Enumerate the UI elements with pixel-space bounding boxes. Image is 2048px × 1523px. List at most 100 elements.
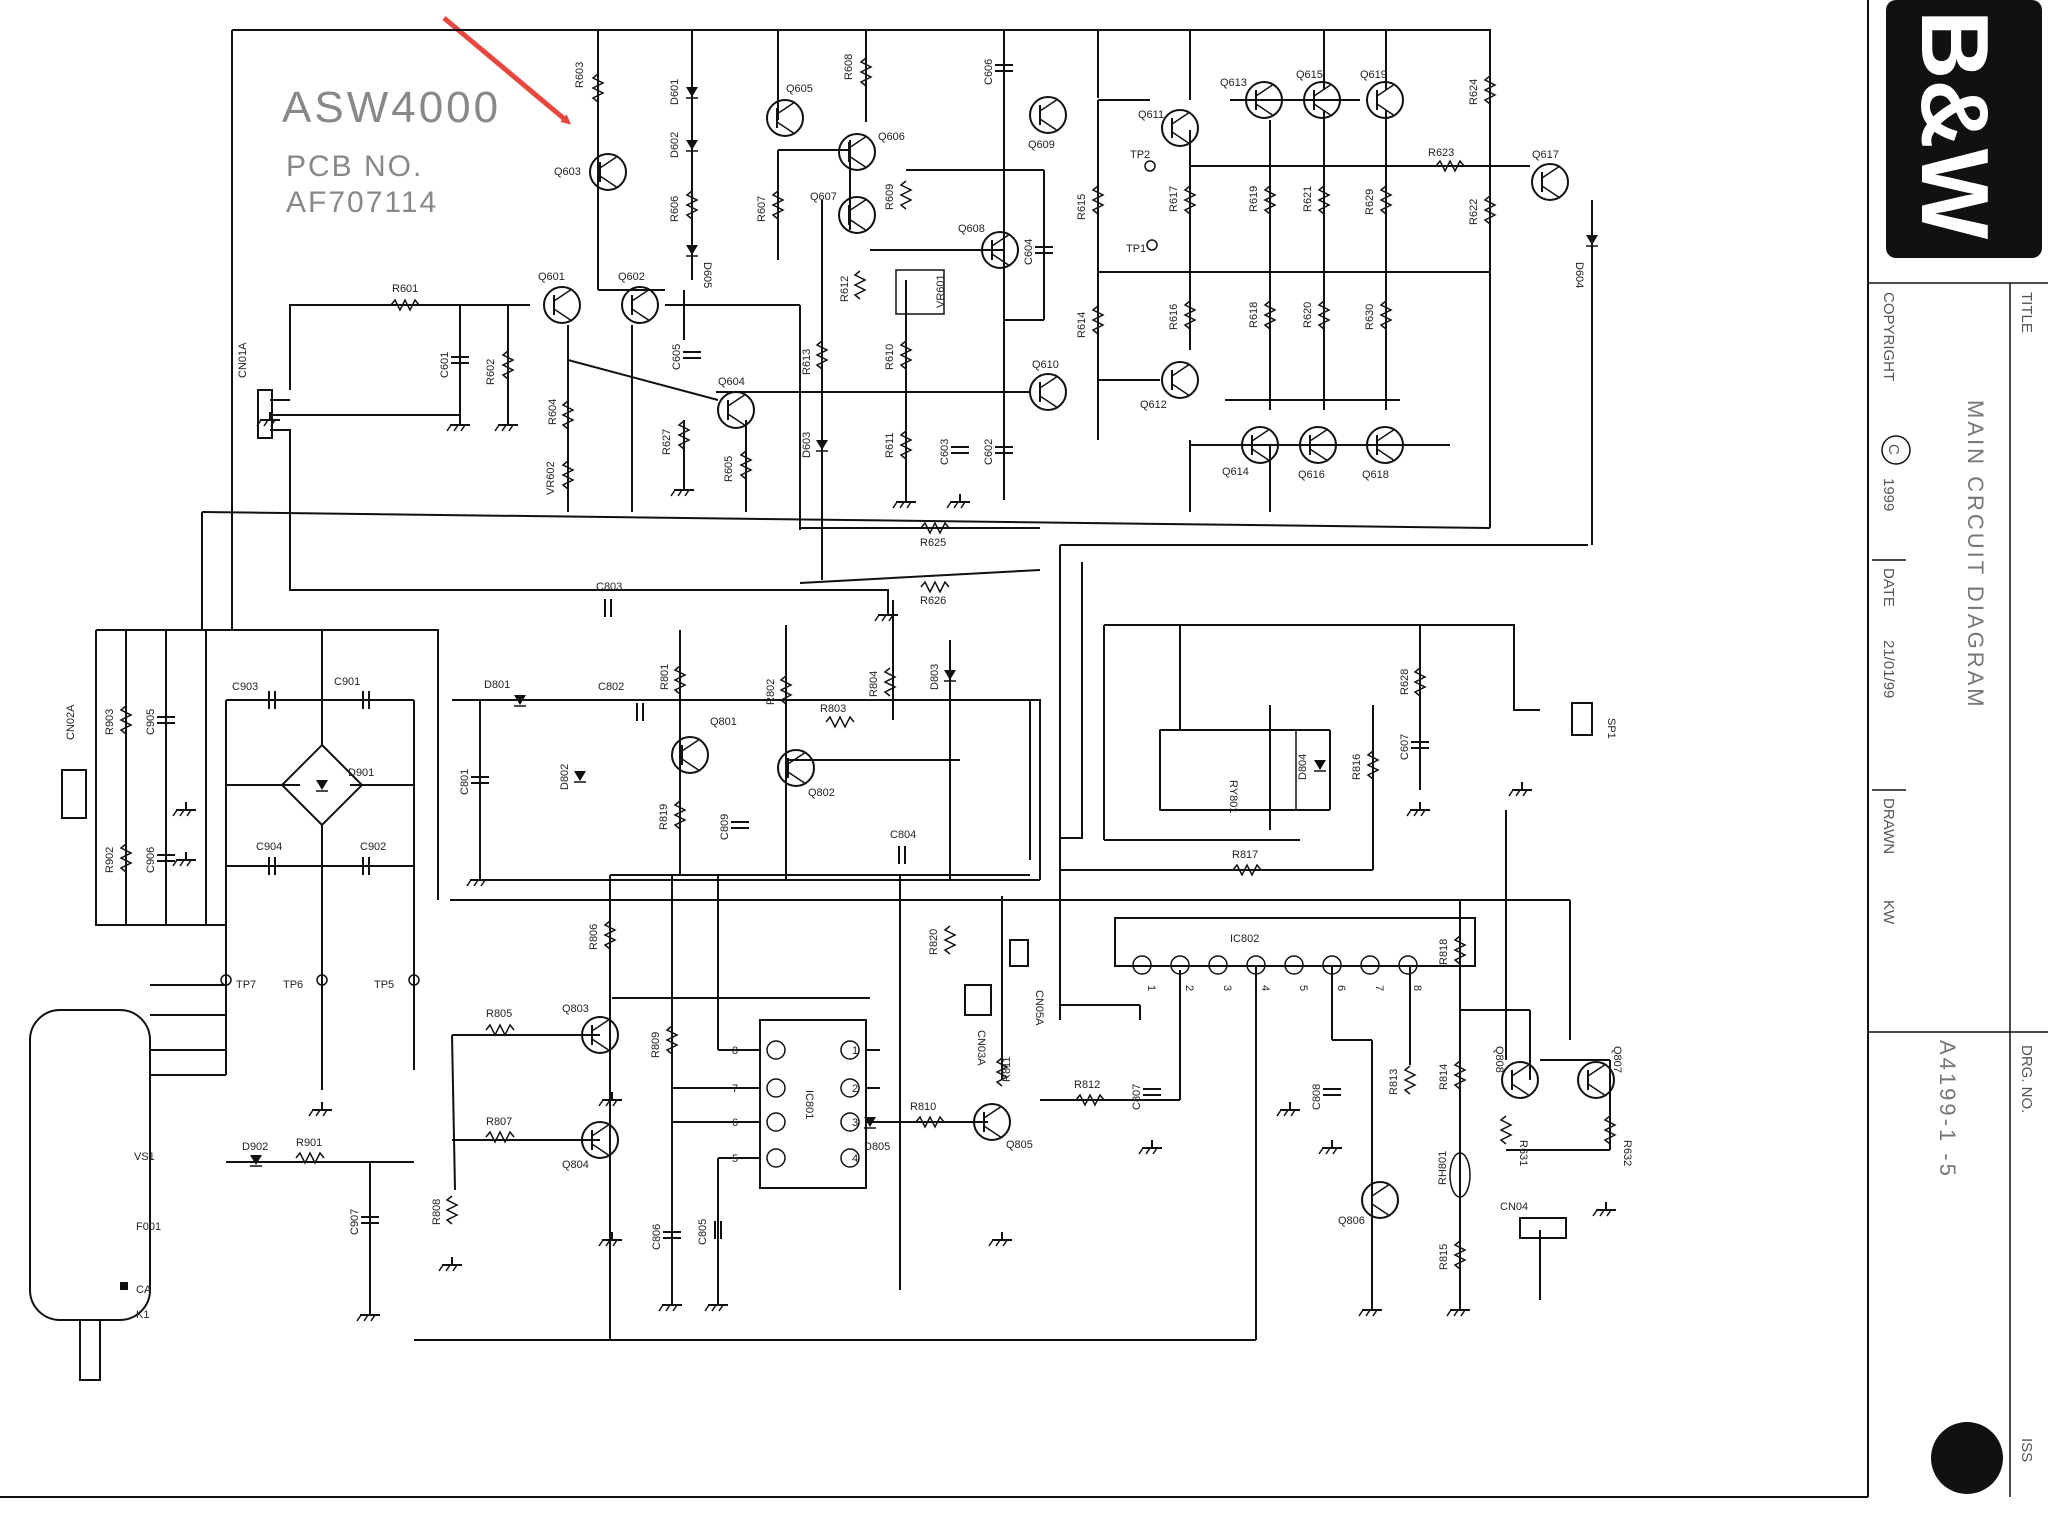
annotation-arrow <box>442 16 572 125</box>
date-label: DATE <box>1880 568 1897 607</box>
ground-icon <box>263 419 269 427</box>
connector-icon <box>61 769 87 819</box>
capacitor-label: C605 <box>671 344 683 370</box>
test-point-label: TP5 <box>374 979 394 991</box>
ic802-body <box>1114 917 1476 967</box>
ground-icon <box>501 424 507 432</box>
ground-icon <box>308 1109 314 1117</box>
ic802-pin <box>1398 955 1418 975</box>
ground-icon <box>363 1314 369 1322</box>
resistor-symbol <box>1435 159 1465 173</box>
resistor-symbol <box>943 925 957 955</box>
transistor-symbol <box>1577 1061 1615 1099</box>
diode-symbol <box>944 670 956 680</box>
resistor-symbol <box>501 350 515 380</box>
resistor-label: R803 <box>820 703 846 715</box>
resistor-label: R819 <box>658 804 670 830</box>
ground-icon <box>270 419 276 427</box>
diode-symbol <box>574 771 586 781</box>
transistor-collector <box>1171 363 1191 377</box>
transistor-collector <box>983 1105 1003 1119</box>
ic801-body <box>759 1019 867 1189</box>
ground-icon <box>453 424 459 432</box>
ground-icon <box>179 859 185 867</box>
capacitor-label: C808 <box>1311 1084 1323 1110</box>
ground-icon <box>1152 1147 1158 1155</box>
resistor-symbol <box>1091 185 1105 215</box>
resistor-symbol <box>603 920 617 950</box>
resistor-label: R804 <box>868 671 880 697</box>
ground-icon <box>988 1239 994 1247</box>
ground-icon <box>665 1304 671 1312</box>
ground-icon <box>1592 1209 1598 1217</box>
transistor-collector <box>1171 111 1191 125</box>
transistor-label: Q617 <box>1532 149 1559 161</box>
ground-icon <box>1446 1309 1452 1317</box>
resistor-label: R616 <box>1168 304 1180 330</box>
ground-icon <box>356 1314 362 1322</box>
ic801-pin-label: 7 <box>732 1083 738 1095</box>
resistor-symbol <box>825 715 855 729</box>
resistor-symbol <box>1483 75 1497 105</box>
resistor-label: R627 <box>661 429 673 455</box>
transistor-emitter <box>1309 448 1329 462</box>
test-point-label: TP2 <box>1130 149 1150 161</box>
ground-icon <box>508 424 514 432</box>
transistor-label: Q616 <box>1298 469 1325 481</box>
ic802-pin-label: 5 <box>1297 985 1309 991</box>
transistor-label: Q603 <box>554 166 581 178</box>
resistor-label: R813 <box>1388 1069 1400 1095</box>
resistor-symbol <box>1379 300 1393 330</box>
component-symbols <box>61 57 1617 1322</box>
diode-symbol <box>686 245 698 255</box>
ic801-pin <box>766 1078 786 1098</box>
thermistor-symbol <box>1449 1152 1471 1198</box>
resistor-symbol <box>899 340 913 370</box>
transistor-label: Q608 <box>958 223 985 235</box>
transistor-collector <box>727 393 747 407</box>
ic802-pin <box>1132 955 1152 975</box>
ground-icon <box>598 1099 604 1107</box>
ic801-pin-label: 3 <box>852 1117 858 1129</box>
resistor-symbol <box>899 430 913 460</box>
transistor-label: Q801 <box>710 716 737 728</box>
resistor-symbol <box>1413 667 1427 697</box>
resistor-label: R816 <box>1351 754 1363 780</box>
drg-label: DRG. NO. <box>2018 1045 2035 1113</box>
relay-label: RY801 <box>1227 780 1239 813</box>
ground-icon <box>881 614 887 622</box>
diode-label: D804 <box>1297 754 1309 780</box>
transistor-symbol <box>838 196 876 234</box>
connector-label: CN04 <box>1500 1201 1528 1213</box>
resistor-label: R815 <box>1438 1244 1450 1270</box>
copyright-symbol: C <box>1885 444 1902 455</box>
ground-icon <box>322 1109 328 1117</box>
transistor-collector <box>1541 165 1561 179</box>
capacitor-label: C603 <box>939 439 951 465</box>
connector-label: CN03A <box>975 1030 987 1066</box>
ground-icon <box>960 501 966 509</box>
transistor-emitter <box>776 121 796 135</box>
resistor-label: R624 <box>1468 79 1480 105</box>
ground-icon <box>1318 1147 1324 1155</box>
ca-marker-icon <box>120 1282 128 1290</box>
resistor-label: R812 <box>1074 1079 1100 1091</box>
capacitor-label: C606 <box>983 59 995 85</box>
ground-icon <box>672 1304 678 1312</box>
resistor-label: R613 <box>801 349 813 375</box>
resistor-label: R902 <box>104 847 116 873</box>
resistor-symbol <box>1379 185 1393 215</box>
transistor-label: Q803 <box>562 1003 589 1015</box>
resistor-label: R817 <box>1232 849 1258 861</box>
connector-icon <box>964 984 992 1016</box>
resistor-symbol <box>1183 300 1197 330</box>
transistor-collector <box>599 155 619 169</box>
transistor-symbol <box>1029 96 1067 134</box>
transistor-symbol <box>717 391 755 429</box>
resistor-label: R618 <box>1248 302 1260 328</box>
resistor-label: R620 <box>1302 302 1314 328</box>
ground-icon <box>1325 1147 1331 1155</box>
transistor-emitter <box>591 1143 611 1157</box>
resistor-symbol <box>673 800 687 830</box>
